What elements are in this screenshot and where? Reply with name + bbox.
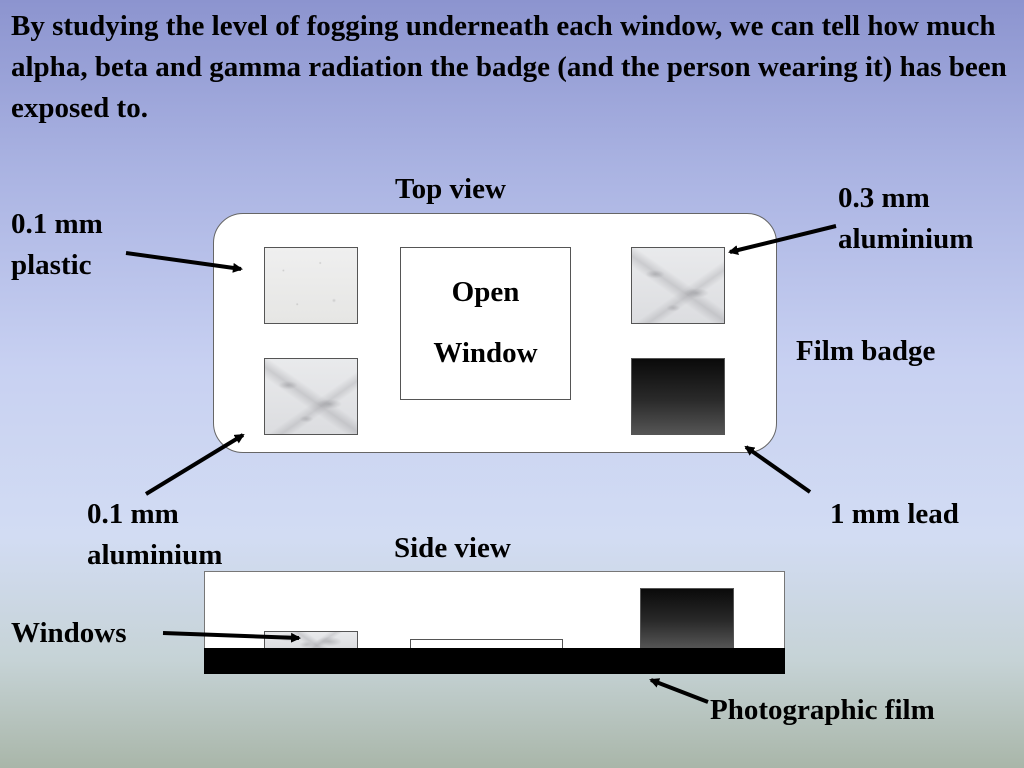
- aluminium-01-arrow: [144, 433, 245, 496]
- photographic-film-strip: [204, 648, 785, 674]
- plastic-material-label: plastic: [11, 249, 92, 281]
- windows-arrow: [162, 631, 301, 643]
- open-window: [400, 247, 571, 400]
- aluminium-03-thickness-label: 0.3 mm: [838, 182, 930, 214]
- plastic-window: [264, 247, 358, 324]
- open-window-label-line2: Window: [433, 337, 538, 369]
- plastic-thickness-label: 0.1 mm: [11, 208, 103, 240]
- aluminium-03-material-label: aluminium: [838, 223, 974, 255]
- aluminium-03-arrow: [728, 224, 837, 255]
- side-lead-window: [640, 588, 734, 649]
- aluminium-01-thickness-label: 0.1 mm: [87, 498, 179, 530]
- side-view-label: Side view: [394, 532, 511, 564]
- top-view-label: Top view: [395, 173, 506, 205]
- lead-window: [631, 358, 725, 435]
- windows-label: Windows: [11, 617, 127, 649]
- plastic-arrow: [125, 251, 243, 273]
- film-badge-label: Film badge: [796, 335, 936, 367]
- lead-arrow: [744, 445, 812, 494]
- aluminium-03-window: [631, 247, 725, 324]
- aluminium-01-material-label: aluminium: [87, 539, 223, 571]
- open-window-label-line1: Open: [451, 276, 520, 308]
- aluminium-01-window: [264, 358, 358, 435]
- lead-label: 1 mm lead: [830, 498, 959, 530]
- intro-paragraph: By studying the level of fogging underne…: [11, 10, 1007, 124]
- film-arrow: [649, 678, 709, 704]
- photographic-film-label: Photographic film: [710, 694, 935, 726]
